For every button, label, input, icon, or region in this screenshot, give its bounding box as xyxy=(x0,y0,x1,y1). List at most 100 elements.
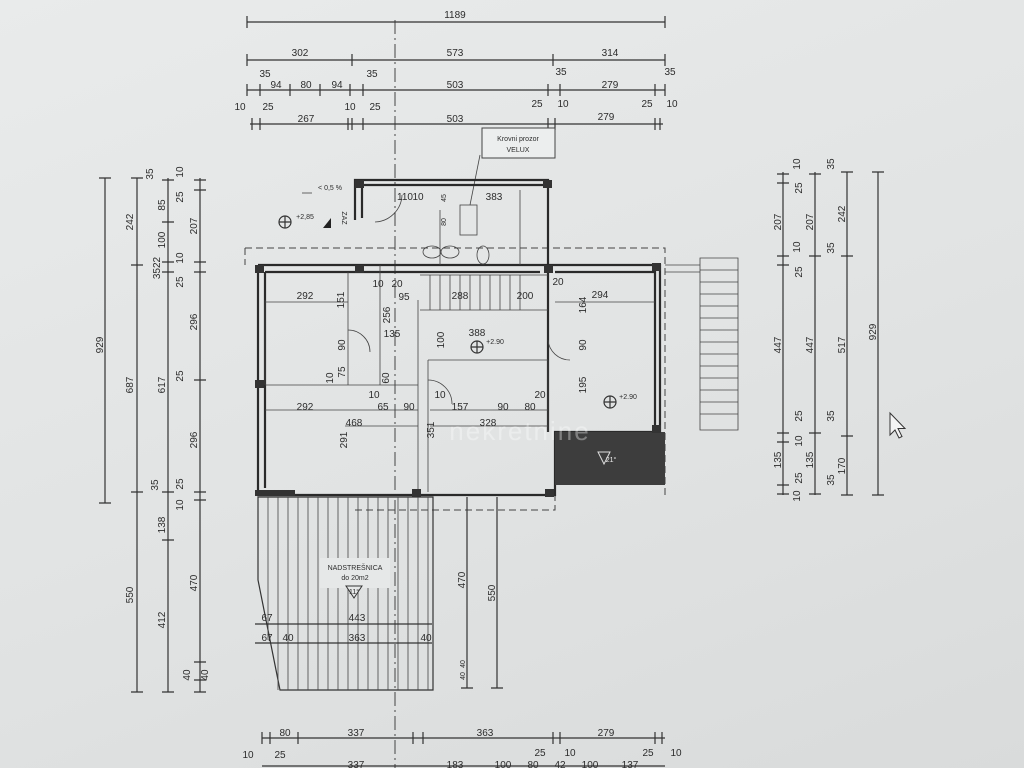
dim-label: 288 xyxy=(452,291,469,302)
dim-label: 447 xyxy=(773,336,784,353)
dim-label: 94 xyxy=(331,80,343,91)
dim-label: 25 xyxy=(641,99,653,110)
canopy: NADSTREŠNICA do 20m2 11° 67 443 67 40 36… xyxy=(255,496,503,691)
dim-label: 100 xyxy=(495,760,512,768)
dim-label: 10 xyxy=(434,390,446,401)
dim-label: 67 xyxy=(261,633,273,644)
dim-label: 35 xyxy=(259,69,271,80)
dim-label: 35 xyxy=(826,410,837,422)
dim-label: 25 xyxy=(794,182,805,194)
canopy-slope: 11° xyxy=(349,588,359,596)
dim-label: 10 xyxy=(242,750,254,761)
dim-label: 292 xyxy=(297,291,314,302)
dim-label: 503 xyxy=(447,114,464,125)
dim-label: 291 xyxy=(339,431,350,448)
dim-label: 25 xyxy=(262,102,274,113)
dim-label: 292 xyxy=(297,402,314,413)
dim-label: 80 xyxy=(300,80,312,91)
level-label: +2.90 xyxy=(619,394,637,401)
dim-label: 443 xyxy=(349,613,366,624)
dim-label: 200 xyxy=(517,291,534,302)
dim-label: 60 xyxy=(381,372,392,384)
dim-label: 25 xyxy=(175,276,186,288)
dim-label: 80 xyxy=(524,402,536,413)
dim-label: 20 xyxy=(391,279,403,290)
dim-label: 25 xyxy=(175,370,186,382)
dim-label: 20 xyxy=(534,390,546,401)
dim-label: 183 xyxy=(447,760,464,768)
dim-label: 25 xyxy=(274,750,286,761)
dim-label: 10 xyxy=(344,102,356,113)
dim-label: 35 xyxy=(826,474,837,486)
dim-label: 170 xyxy=(837,457,848,474)
dim-label: 314 xyxy=(602,48,619,59)
dim-label: 10 xyxy=(234,102,246,113)
dim-label: 10 xyxy=(175,252,186,264)
dim-label: 517 xyxy=(837,336,848,353)
dim-label: 550 xyxy=(487,584,498,601)
north-triangle-icon xyxy=(323,218,331,228)
dim-label: 10 xyxy=(372,279,384,290)
canopy-area: do 20m2 xyxy=(341,575,368,582)
level-label: +2,85 xyxy=(296,214,314,221)
dim-label: 10 xyxy=(794,435,805,447)
dim-label: 337 xyxy=(348,760,365,768)
dim-label: 25 xyxy=(175,191,186,203)
dim-label: 25 xyxy=(794,410,805,422)
dim-label: 337 xyxy=(348,728,365,739)
dim-label: 40 xyxy=(460,660,467,668)
dim-label: 207 xyxy=(805,213,816,230)
dim-label: 25 xyxy=(642,748,654,759)
dim-label: 35 xyxy=(555,67,567,78)
dim-label: 25 xyxy=(534,748,546,759)
dim-label: 279 xyxy=(598,112,615,123)
dim-label: 470 xyxy=(457,571,468,588)
dim-label: 363 xyxy=(477,728,494,739)
dim-label: 25 xyxy=(175,478,186,490)
slope-label: < 0,5 % xyxy=(318,185,342,192)
dim-label: 1189 xyxy=(444,10,466,21)
level-label: +2.90 xyxy=(486,339,504,346)
dim-label: 35 xyxy=(366,69,378,80)
dim-label: 42 xyxy=(554,760,566,768)
dim-label: 40 xyxy=(282,633,294,644)
dim-label: 328 xyxy=(480,418,497,429)
right-dimensions: 10 25 207 10 25 447 25 10 135 25 10 35 2… xyxy=(773,158,884,502)
dim-label: 10 xyxy=(325,372,336,384)
dim-label: 267 xyxy=(298,114,315,125)
dim-label: 164 xyxy=(578,296,589,313)
dim-label: 503 xyxy=(447,80,464,91)
dim-label: 10 xyxy=(792,490,803,502)
dim-label: 10 xyxy=(175,166,186,178)
dim-label: 151 xyxy=(336,291,347,308)
dim-label: 135 xyxy=(805,451,816,468)
dim-label: 10 xyxy=(557,99,569,110)
dim-label: 90 xyxy=(497,402,509,413)
dim-label: 412 xyxy=(157,611,168,628)
dim-label: 468 xyxy=(346,418,363,429)
dim-label: 135 xyxy=(384,329,401,340)
dim-label: 25 xyxy=(369,102,381,113)
dim-label: 20 xyxy=(552,277,564,288)
dim-label: 25 xyxy=(794,266,805,278)
dim-label: 447 xyxy=(805,336,816,353)
watermark: nekretnine xyxy=(449,416,590,446)
dim-label: 687 xyxy=(125,376,136,393)
top-dimensions: 1189 302 573 314 35 94 80 94 35 503 35 2… xyxy=(234,10,678,130)
dim-label: 294 xyxy=(592,290,609,301)
dim-label: 138 xyxy=(157,516,168,533)
dim-label: 65 xyxy=(377,402,389,413)
dim-label: 929 xyxy=(868,323,879,340)
dim-label: 383 xyxy=(486,192,503,203)
dim-label: 67 xyxy=(261,613,273,624)
dim-label: 10 xyxy=(175,499,186,511)
dim-label: 3522 xyxy=(152,256,163,279)
dim-label: 35 xyxy=(150,479,161,491)
dim-label: 573 xyxy=(447,48,464,59)
dim-label: 351 xyxy=(426,421,437,438)
dim-label: 617 xyxy=(157,376,168,393)
dim-label: 35 xyxy=(826,158,837,170)
dim-label: 40 xyxy=(200,669,211,681)
